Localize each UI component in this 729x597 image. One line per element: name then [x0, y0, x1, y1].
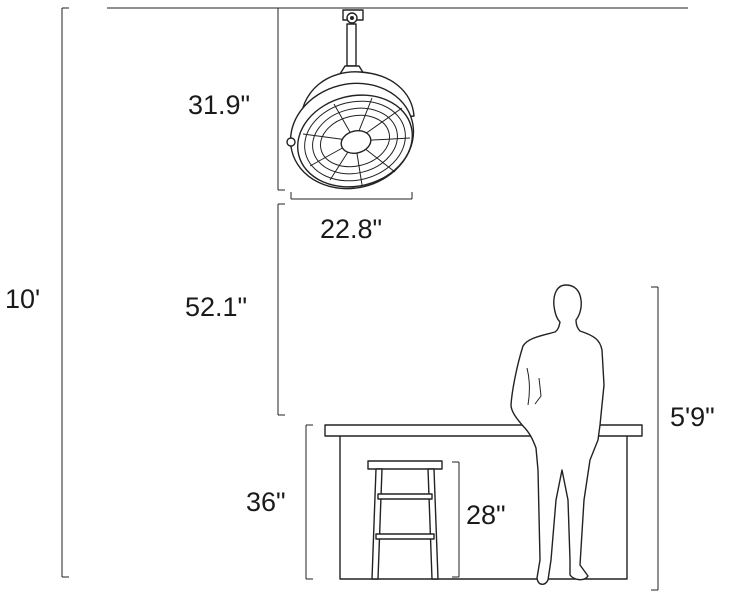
ceiling-height-bracket: [61, 7, 69, 578]
bar-stool-icon: [367, 460, 443, 580]
counter-height-bracket: [305, 424, 313, 580]
counter-height-label: 36": [246, 487, 286, 517]
ceiling-height-label: 10': [5, 284, 40, 314]
fan-drop-bracket: [277, 8, 285, 191]
fan-diameter-label: 22.8": [320, 214, 382, 244]
fan-drop-label: 31.9": [188, 90, 250, 120]
person-silhouette-icon: [510, 284, 605, 585]
stool-height-bracket: [452, 461, 460, 578]
fan-to-counter-label: 52.1": [185, 292, 247, 322]
fan-diameter-bracket: [290, 192, 413, 200]
stool-height-label: 28": [466, 500, 506, 530]
person-height-label: 5'9": [670, 402, 715, 432]
ceiling-fan-icon: [286, 9, 415, 190]
person-height-bracket: [651, 286, 659, 591]
fan-to-counter-bracket: [277, 203, 285, 416]
person-arm-detail: [526, 367, 542, 406]
